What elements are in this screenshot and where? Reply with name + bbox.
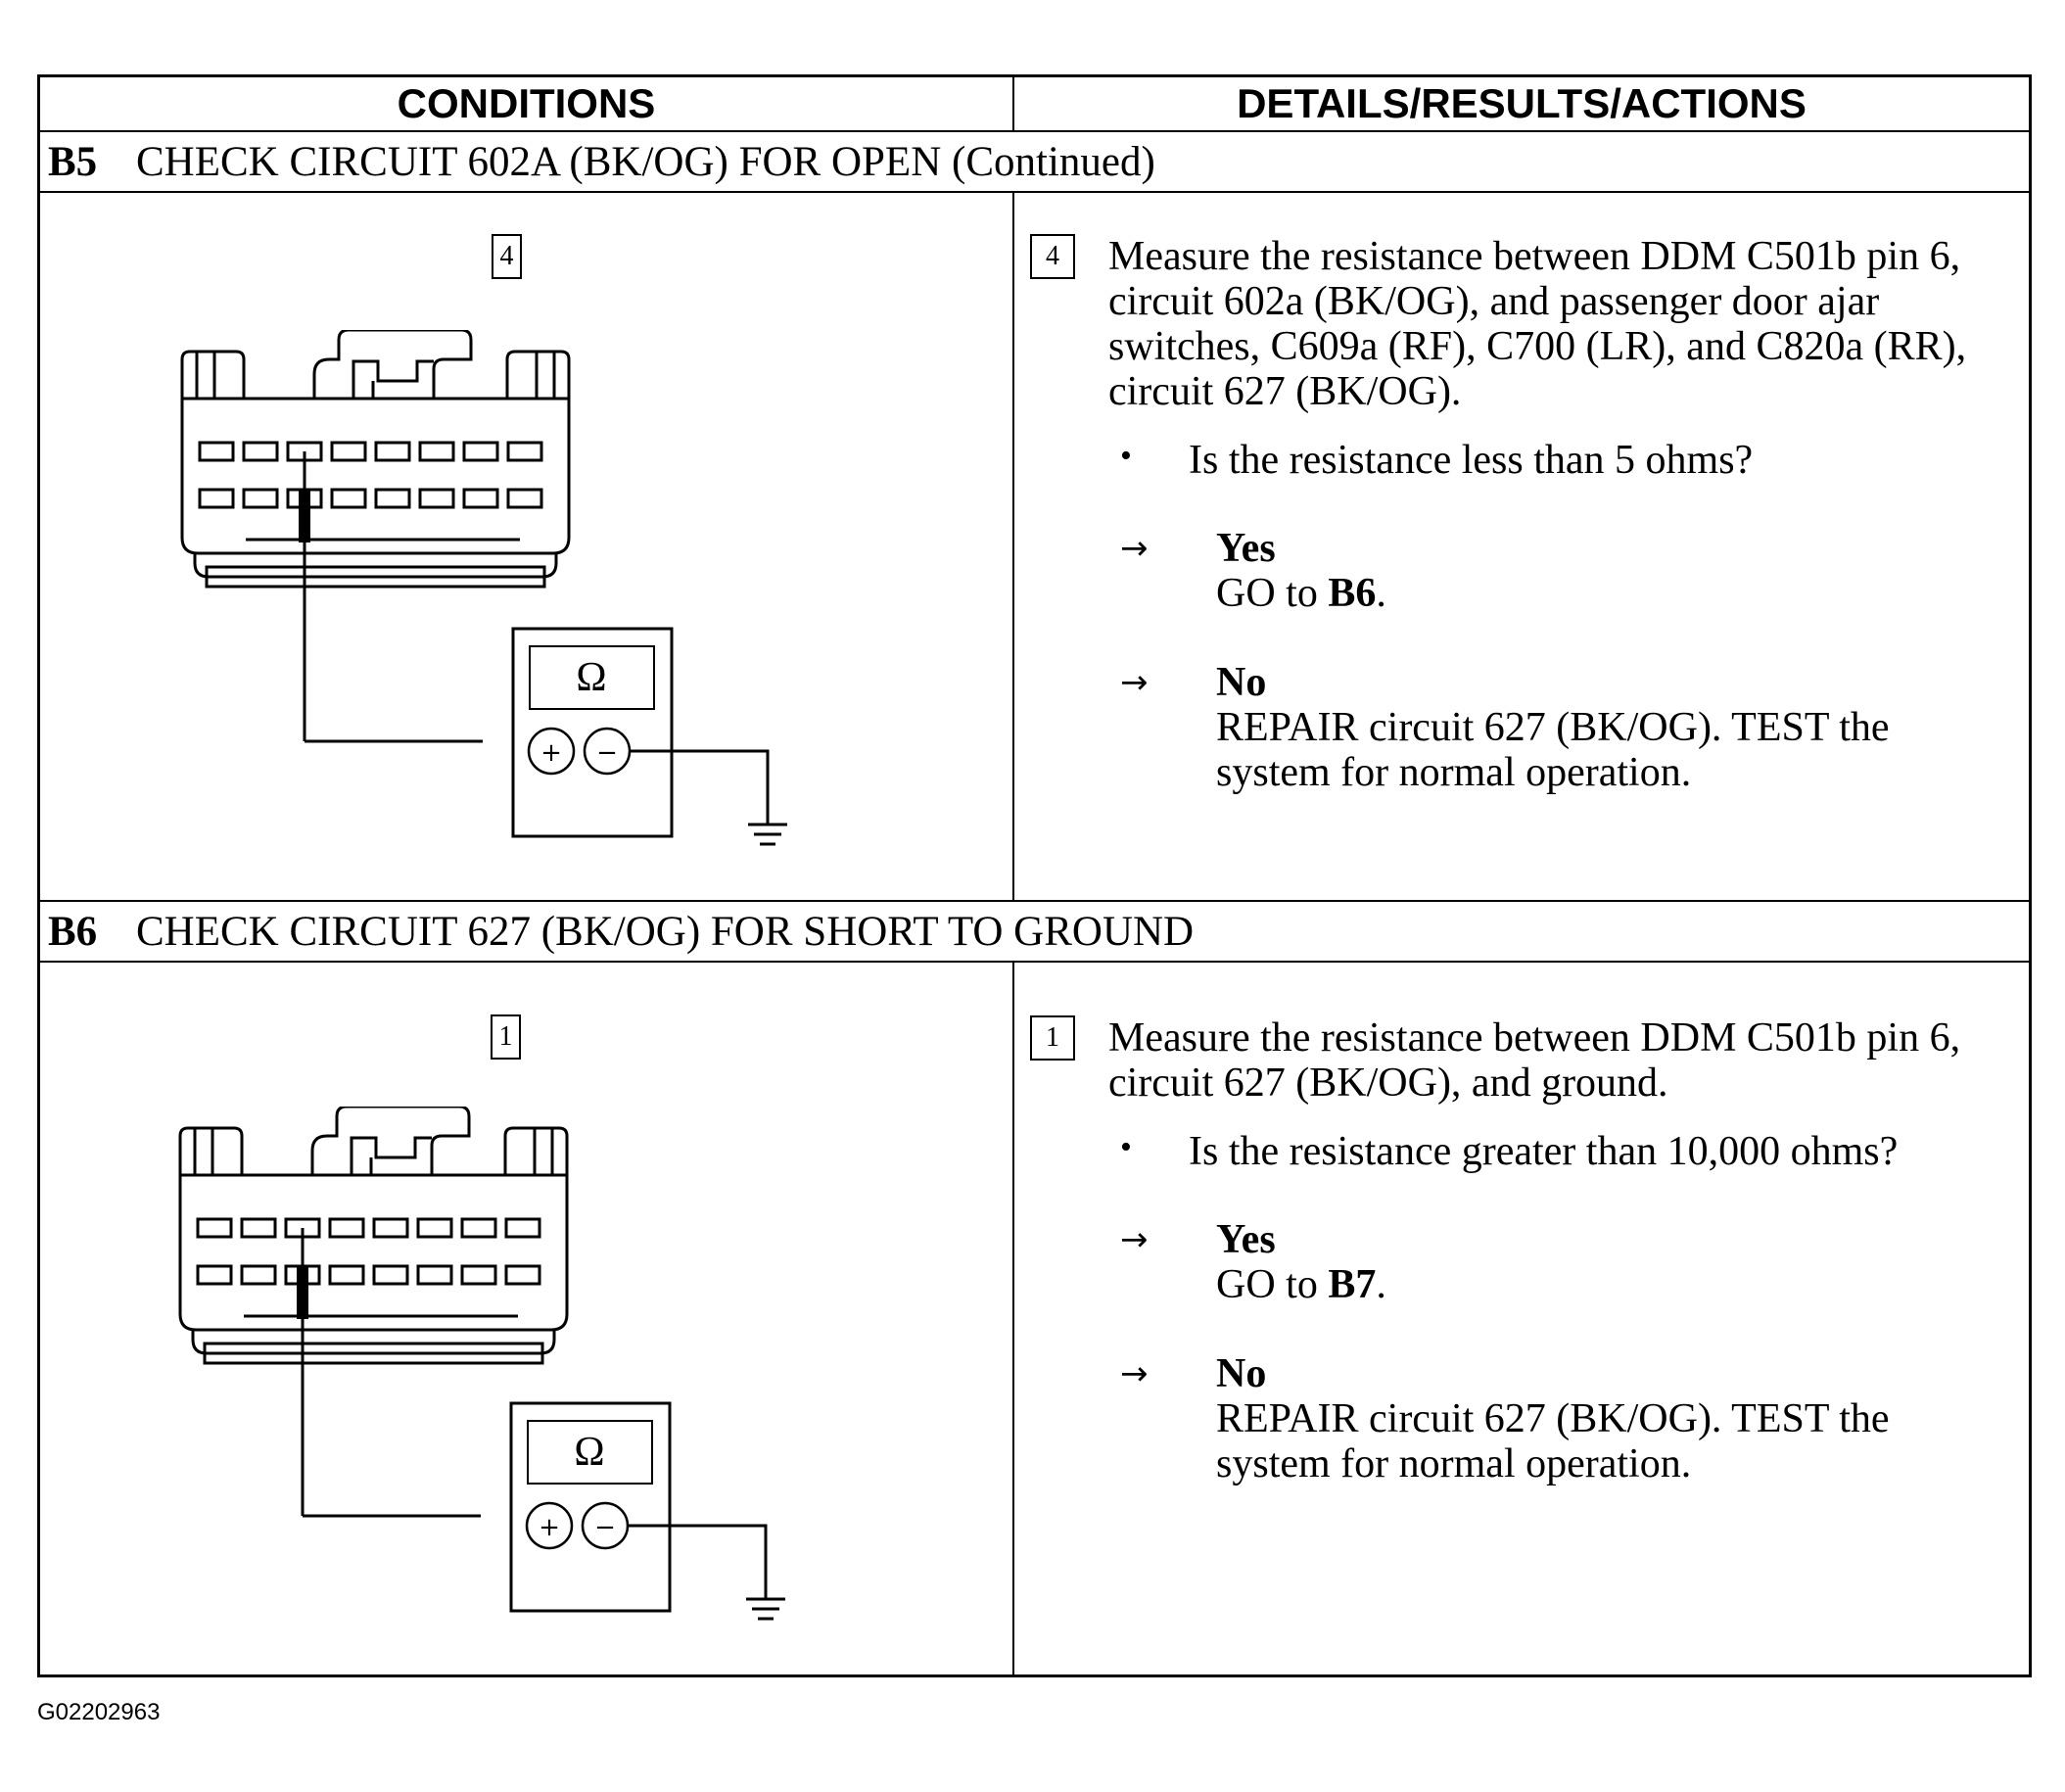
step-b6-instruction: Measure the resistance between DDM C501b… <box>1108 1015 1961 1106</box>
diagnostic-table: CONDITIONS DETAILS/RESULTS/ACTIONS B5 CH… <box>37 74 2032 1677</box>
yes-label: Yes <box>1216 526 1276 571</box>
plus-terminal-label: + <box>539 1513 560 1542</box>
step-b6-details: 1 Measure the resistance between DDM C50… <box>1014 963 2029 1674</box>
step-b5-no-arrow: → <box>1120 663 1149 702</box>
step-b6-yes-arrow: → <box>1120 1220 1149 1259</box>
ohm-symbol: Ω <box>576 655 606 700</box>
step-b5-yes-arrow: → <box>1120 529 1149 568</box>
step-b5-condition-number: 4 <box>492 234 522 279</box>
step-b5-yes-answer: Yes GO to B6. <box>1216 526 1980 616</box>
ohmmeter-icon: Ω + − <box>511 627 674 838</box>
step-b5-title: CHECK CIRCUIT 602A (BK/OG) FOR OPEN (Con… <box>136 139 1155 185</box>
minus-terminal-label: − <box>596 738 618 768</box>
minus-terminal-label: − <box>594 1513 616 1542</box>
yes-label: Yes <box>1216 1217 1276 1262</box>
connector-icon <box>180 330 571 589</box>
step-b5-id: B5 <box>48 139 98 185</box>
step-b5-bullet: • <box>1120 438 1132 474</box>
step-b5-question: Is the resistance less than 5 ohms? <box>1189 438 1754 483</box>
step-b5-details: 4 Measure the resistance between DDM C50… <box>1014 193 2029 900</box>
ground-icon <box>748 823 787 846</box>
ground-icon <box>746 1597 785 1621</box>
step-b6-no-arrow: → <box>1120 1354 1149 1393</box>
connector-icon <box>178 1107 569 1365</box>
step-b5-conditions: 4 <box>40 193 1014 900</box>
yes-action-target: B7 <box>1328 1262 1377 1307</box>
step-b6-no-answer: No REPAIR circuit 627 (BK/OG). TEST the … <box>1216 1351 1980 1486</box>
yes-action-suffix: . <box>1376 571 1386 616</box>
plus-terminal-label: + <box>540 738 562 768</box>
step-b6-title-row: B6 CHECK CIRCUIT 627 (BK/OG) FOR SHORT T… <box>40 902 2029 963</box>
yes-action-target: B6 <box>1328 571 1377 616</box>
step-b6-detail-number: 1 <box>1030 1015 1075 1061</box>
step-b5-body: 4 <box>40 193 2029 902</box>
conditions-header: CONDITIONS <box>40 77 1014 130</box>
ohm-symbol: Ω <box>574 1430 604 1475</box>
yes-action-prefix: GO to <box>1216 571 1329 616</box>
step-b5-title-row: B5 CHECK CIRCUIT 602A (BK/OG) FOR OPEN (… <box>40 132 2029 193</box>
step-b5-detail-number: 4 <box>1030 234 1075 279</box>
details-header: DETAILS/RESULTS/ACTIONS <box>1237 80 1807 126</box>
no-action: REPAIR circuit 627 (BK/OG). TEST the sys… <box>1216 1396 1890 1486</box>
no-label: No <box>1216 1351 1267 1396</box>
step-b5-instruction: Measure the resistance between DDM C501b… <box>1108 234 1967 414</box>
step-b6-conditions: 1 <box>40 963 1014 1674</box>
step-b6-body: 1 <box>40 963 2029 1674</box>
yes-action-prefix: GO to <box>1216 1262 1329 1307</box>
step-b6-condition-number: 1 <box>491 1014 521 1060</box>
step-b5-no-answer: No REPAIR circuit 627 (BK/OG). TEST the … <box>1216 660 1980 795</box>
no-label: No <box>1216 660 1267 705</box>
figure-id: G02202963 <box>37 1699 161 1725</box>
table-header: CONDITIONS DETAILS/RESULTS/ACTIONS <box>40 77 2029 132</box>
step-b6-question: Is the resistance greater than 10,000 oh… <box>1189 1129 1899 1174</box>
step-b6-bullet: • <box>1120 1129 1132 1165</box>
step-b6-yes-answer: Yes GO to B7. <box>1216 1217 1980 1307</box>
no-action: REPAIR circuit 627 (BK/OG). TEST the sys… <box>1216 705 1890 795</box>
step-b6-title: CHECK CIRCUIT 627 (BK/OG) FOR SHORT TO G… <box>136 909 1195 955</box>
ohmmeter-icon: Ω + − <box>509 1401 672 1613</box>
step-b6-id: B6 <box>48 909 98 955</box>
yes-action-suffix: . <box>1376 1262 1386 1307</box>
step-b5-ohmmeter-diagram: Ω + − <box>180 330 787 846</box>
step-b6-ohmmeter-diagram: Ω + − <box>178 1107 785 1621</box>
